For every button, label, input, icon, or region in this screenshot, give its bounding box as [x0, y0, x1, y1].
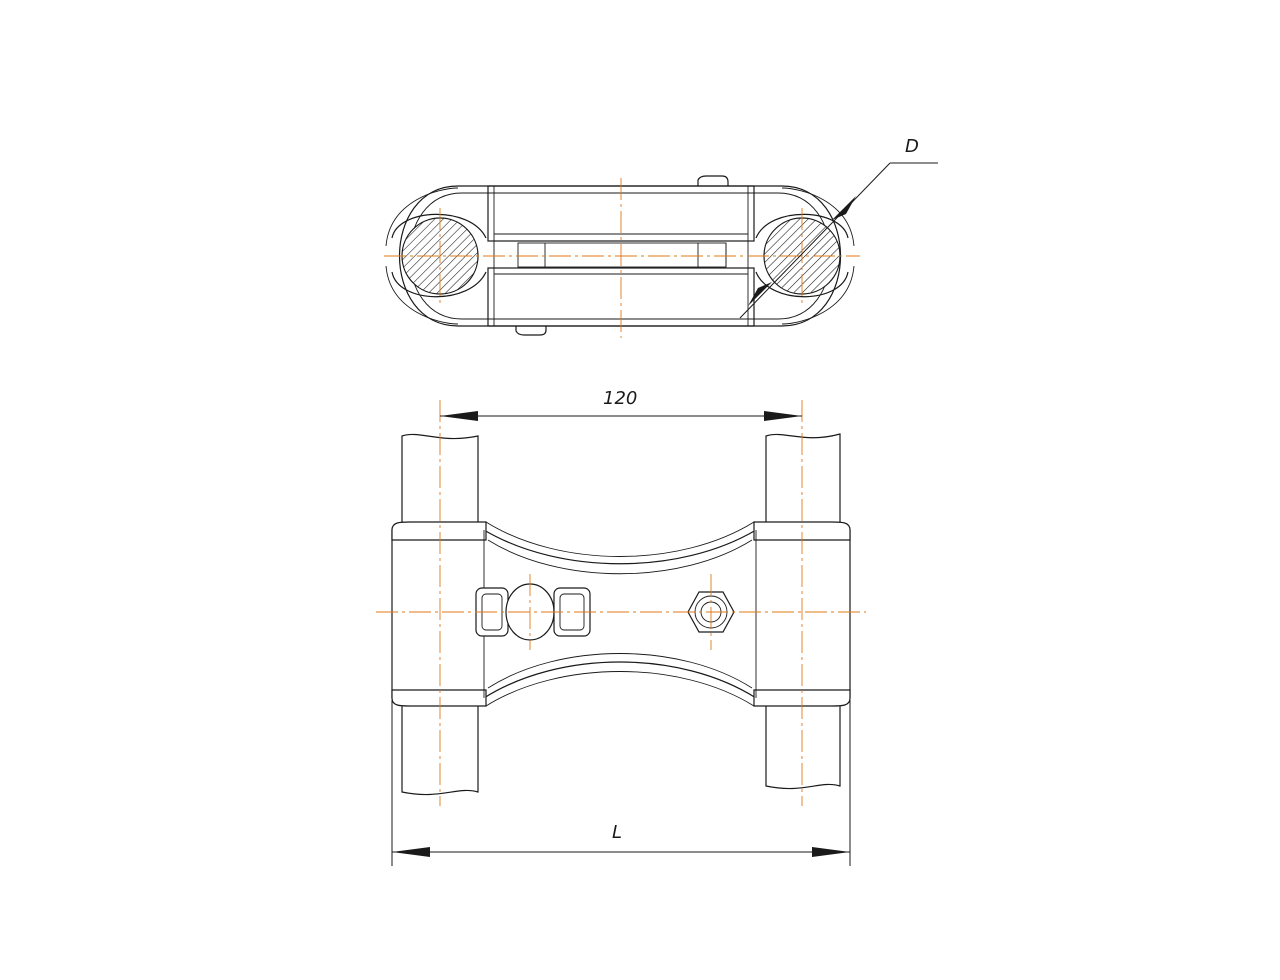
diameter-arrow-upper — [832, 196, 856, 220]
length-arrow-right — [812, 847, 850, 857]
lower-curve-outer — [485, 671, 755, 707]
right-cavity-outer-upper — [781, 187, 855, 247]
pitch-arrow-right — [764, 411, 802, 421]
upper-curve-inner — [487, 539, 753, 575]
length-arrow-left — [392, 847, 430, 857]
length-dimension-label: L — [612, 822, 622, 843]
diameter-leader — [739, 162, 891, 319]
diameter-label: D — [905, 136, 919, 157]
clamp-outer-outline — [398, 185, 842, 327]
upper-curve-outer — [485, 521, 755, 557]
left-cavity-outer-upper — [385, 187, 459, 247]
right-end-pad-top — [753, 521, 851, 541]
bolt-section — [517, 242, 727, 268]
left-end-pad-bottom — [391, 689, 487, 707]
right-cavity-upper — [755, 213, 849, 239]
right-cavity-outer-lower — [781, 265, 855, 325]
left-cavity-lower — [391, 271, 487, 298]
bottom-nub — [515, 326, 547, 336]
lower-curve-inner — [487, 653, 753, 689]
pitch-dimension-label: 120 — [603, 388, 637, 409]
top-nub — [697, 175, 729, 186]
top-view-section: D — [384, 136, 938, 338]
clamp-body — [391, 529, 851, 699]
left-end-pad-top — [391, 521, 487, 541]
front-view: 120 L — [376, 388, 866, 866]
right-cavity-lower — [755, 271, 849, 298]
pitch-arrow-left — [440, 411, 478, 421]
left-cavity-upper — [391, 213, 487, 239]
diameter-arrow-lower — [748, 282, 772, 306]
left-cavity-outer-lower — [385, 265, 459, 325]
